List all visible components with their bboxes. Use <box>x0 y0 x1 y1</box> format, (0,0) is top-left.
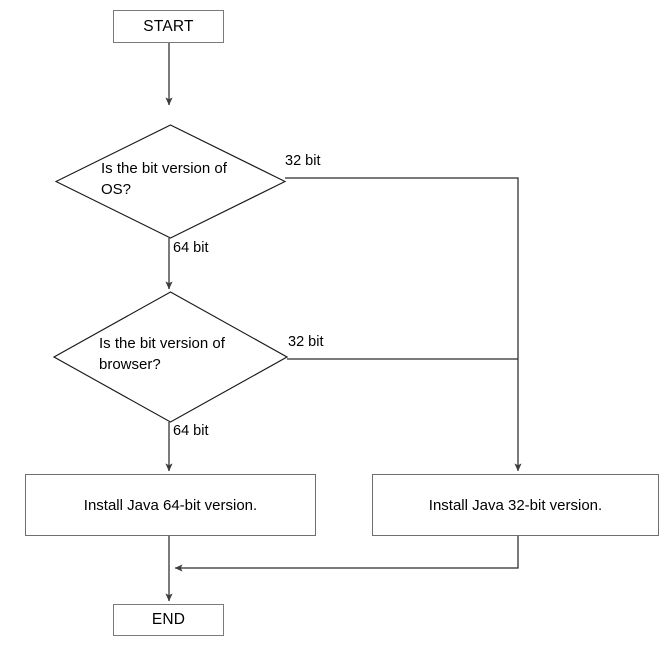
node-start-label: START <box>143 17 194 35</box>
decision-os-shape <box>55 124 286 239</box>
edge-os-32-to-install32 <box>285 177 522 472</box>
node-end-label: END <box>151 611 186 628</box>
node-install-java-64bit-label: Install Java 64-bit version. <box>83 496 258 514</box>
edge-label-browser-64bit: 64 bit <box>173 423 209 439</box>
node-end[interactable]: END <box>113 604 224 636</box>
node-install-java-64bit[interactable]: Install Java 64-bit version. <box>25 474 316 536</box>
node-install-java-32bit-label: Install Java 32-bit version. <box>428 496 603 514</box>
node-decision-browser[interactable]: Is the bit version of browser? <box>53 291 288 423</box>
node-install-java-32bit[interactable]: Install Java 32-bit version. <box>372 474 659 536</box>
edge-label-browser-32bit: 32 bit <box>288 334 324 350</box>
decision-browser-shape <box>53 291 288 423</box>
node-decision-os-label: Is the bit version of OS? <box>101 160 227 198</box>
edge-label-os-64bit: 64 bit <box>173 240 209 256</box>
node-decision-os[interactable]: Is the bit version of OS? <box>55 124 286 239</box>
edge-label-os-32bit: 32 bit <box>285 153 321 169</box>
edge-install32-to-end <box>174 535 519 572</box>
node-decision-browser-label: Is the bit version of browser? <box>99 335 225 373</box>
node-start[interactable]: START <box>113 10 224 43</box>
